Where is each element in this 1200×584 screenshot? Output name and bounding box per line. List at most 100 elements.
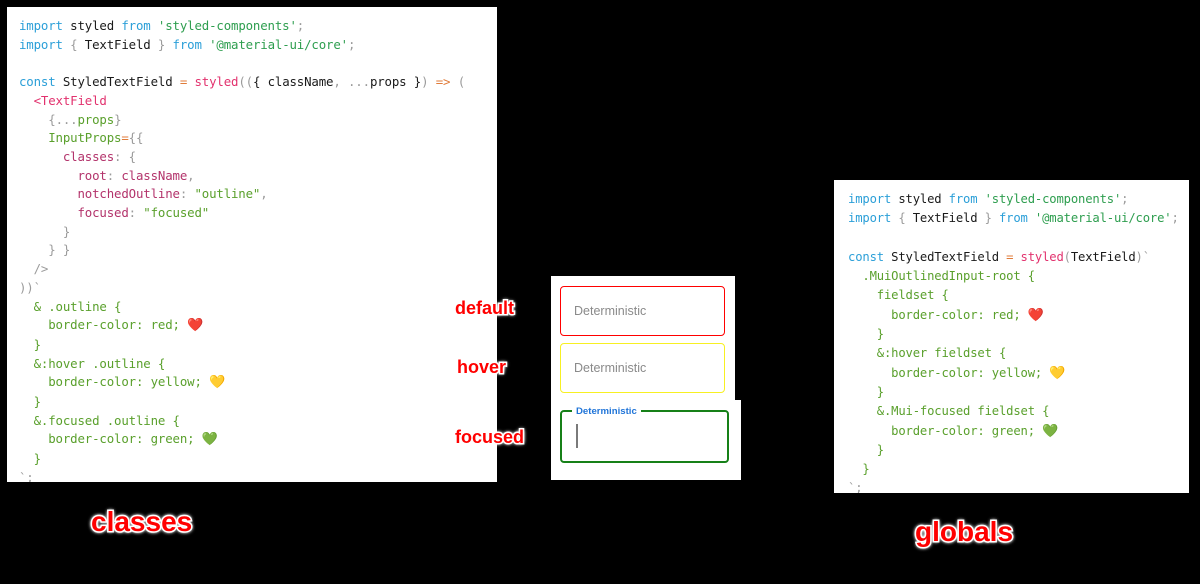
- code-token: 💚: [201, 432, 218, 448]
- code-token: [848, 308, 891, 322]
- code-line: import { TextField } from '@material-ui/…: [848, 209, 1179, 228]
- code-token: [19, 186, 77, 201]
- code-token: ;: [1171, 211, 1179, 226]
- code-line: root: className,: [19, 167, 485, 186]
- code-token: '@material-ui/core': [1034, 211, 1172, 226]
- code-token: {: [70, 36, 78, 52]
- code-token: "outline": [194, 186, 261, 202]
- caption-classes: classes: [89, 505, 193, 539]
- code-token: [202, 37, 209, 52]
- code-token: (: [457, 74, 465, 90]
- code-token: [848, 404, 877, 418]
- textfield-default[interactable]: Deterministic: [560, 286, 725, 336]
- code-token: ,: [187, 167, 195, 183]
- code-token: border-color: yellow;: [48, 374, 202, 390]
- code-token: [19, 431, 48, 446]
- code-token: [848, 385, 877, 399]
- code-token: 💚: [1042, 423, 1059, 439]
- text-caret: [576, 424, 578, 448]
- code-token: [19, 374, 48, 389]
- code-token: [19, 317, 48, 332]
- code-token: [19, 413, 34, 428]
- code-token: =: [121, 130, 129, 146]
- code-token: props: [77, 111, 115, 127]
- textfield-focused-notch-label: Deterministic: [572, 405, 641, 418]
- code-token: classes: [62, 148, 115, 164]
- code-token: 💛: [209, 375, 226, 391]
- state-tag-focused: focused: [453, 426, 525, 449]
- code-line: border-color: green; 💚: [848, 422, 1175, 441]
- code-token: notchedOutline: [77, 186, 180, 202]
- code-token: =: [1006, 249, 1014, 264]
- code-token: import: [19, 36, 63, 52]
- code-token: [151, 18, 158, 33]
- code-token: import: [848, 211, 892, 226]
- code-token: styled: [194, 74, 239, 90]
- code-token: }: [33, 451, 41, 467]
- code-token: ;: [1121, 192, 1129, 206]
- code-token: [450, 74, 457, 89]
- code-token: )`: [1135, 249, 1151, 264]
- code-line: const StyledTextField = styled(({ classN…: [19, 73, 485, 92]
- code-token: [992, 211, 999, 225]
- code-token: from: [121, 18, 151, 33]
- code-token: [19, 299, 34, 314]
- code-token: ❤️: [1027, 307, 1044, 323]
- code-line: }: [19, 223, 485, 242]
- textfield-hover[interactable]: Deterministic: [560, 343, 725, 393]
- code-token: border-color: green;: [48, 431, 195, 447]
- code-token: fieldset {: [876, 288, 949, 303]
- code-token: [19, 168, 77, 183]
- code-panel-classes: import styled from 'styled-components';i…: [7, 7, 497, 482]
- code-token: [202, 374, 209, 389]
- code-token: (: [1063, 249, 1071, 264]
- code-token: 💛: [1049, 365, 1066, 381]
- code-token: [848, 288, 877, 302]
- code-token: }: [114, 111, 122, 127]
- code-token: [848, 462, 862, 476]
- textfield-focused[interactable]: Deterministic: [560, 405, 729, 463]
- code-line: }: [19, 393, 485, 412]
- code-line: import styled from 'styled-components';: [848, 190, 1175, 209]
- code-line: ))`: [19, 279, 485, 298]
- code-token: props: [369, 74, 407, 90]
- code-line: border-color: yellow; 💛: [848, 364, 1175, 383]
- code-token: [19, 337, 34, 352]
- state-tag-hover: hover: [455, 356, 507, 379]
- code-line: InputProps={{: [19, 129, 485, 148]
- code-token: ...: [348, 74, 370, 90]
- code-token: [19, 261, 34, 276]
- code-token: }: [406, 74, 422, 90]
- code-line: } }: [19, 241, 485, 260]
- code-token: [341, 74, 348, 89]
- code-token: [19, 93, 34, 108]
- code-token: [19, 205, 77, 220]
- code-token: ❤️: [187, 318, 204, 334]
- code-token: [848, 327, 877, 341]
- code-line: notchedOutline: "outline",: [19, 185, 485, 204]
- code-line: [19, 54, 485, 73]
- code-token: `;: [848, 481, 863, 493]
- code-token: className: [121, 167, 188, 183]
- code-token: />: [33, 261, 49, 277]
- code-token: [19, 130, 48, 145]
- code-token: from: [172, 36, 202, 52]
- code-token: }: [876, 327, 884, 342]
- code-token: [848, 346, 877, 360]
- code-token: }: [62, 223, 71, 239]
- code-token: }: [33, 394, 41, 410]
- code-token: styled: [898, 192, 942, 206]
- code-token: from: [948, 192, 978, 206]
- code-panel-globals: import styled from 'styled-components';i…: [834, 180, 1189, 493]
- code-token: } }: [48, 242, 71, 258]
- code-token: {: [128, 148, 136, 164]
- code-line: import styled from 'styled-components';: [19, 17, 485, 36]
- code-line: `;: [19, 469, 485, 482]
- code-token: InputProps: [48, 130, 122, 146]
- code-token: [1021, 308, 1028, 322]
- code-line: &.focused .outline {: [19, 412, 485, 431]
- code-token: border-color: green;: [891, 423, 1035, 438]
- code-token: ...: [55, 111, 78, 127]
- code-token: [19, 242, 48, 257]
- code-token: TextField: [77, 36, 158, 52]
